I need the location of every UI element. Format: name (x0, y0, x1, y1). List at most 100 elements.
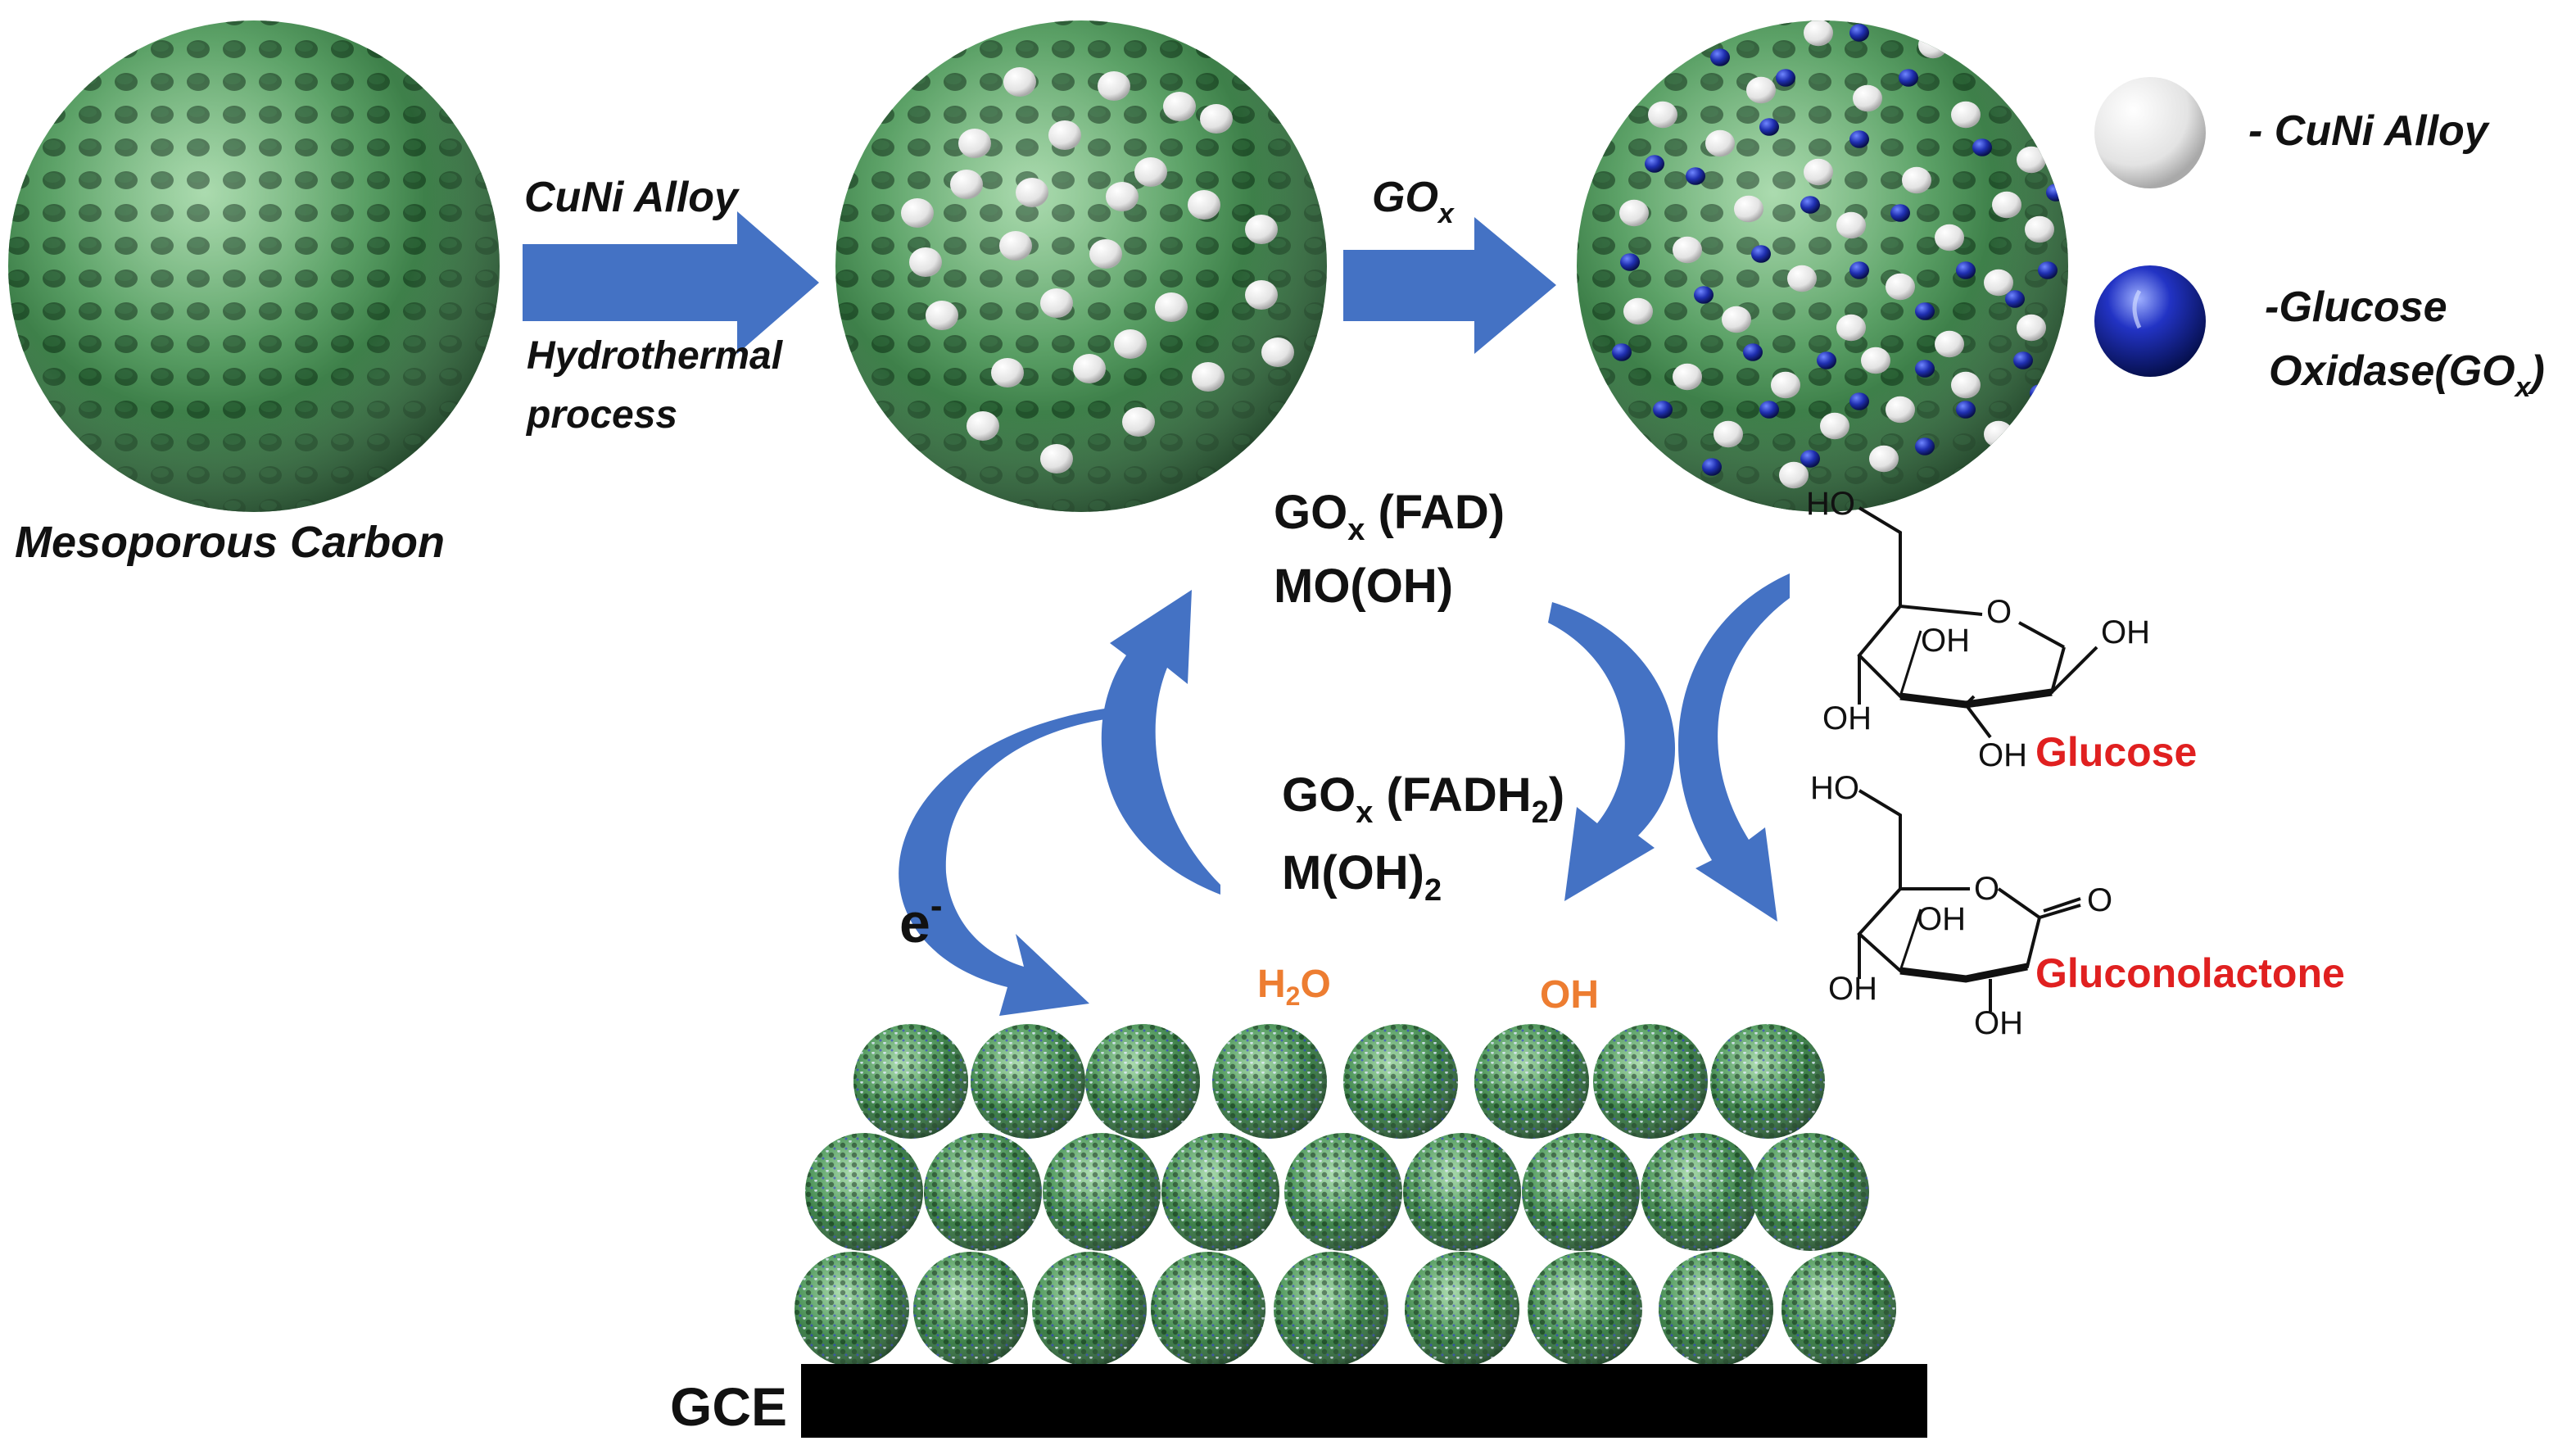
glucose-oxidation-arrow (1678, 573, 1790, 922)
electrode-particle (795, 1252, 909, 1366)
water-label: H2O (1257, 963, 1331, 1011)
cuni-alloy-bead (1673, 236, 1702, 264)
cuni-alloy-bead (2017, 314, 2046, 342)
electrode-particle (1212, 1024, 1327, 1139)
electrode-particle (913, 1252, 1028, 1366)
cuni-alloy-bead (1040, 444, 1073, 474)
cuni-alloy-bead (1106, 182, 1139, 211)
reduction-arrow (1548, 602, 1676, 901)
cuni-alloy-bead (1820, 412, 1849, 440)
electrode-particle (1641, 1133, 1759, 1251)
electrode-particle (1751, 1133, 1869, 1251)
cuni-alloy-bead (1016, 178, 1048, 207)
gox-bead (1776, 69, 1795, 87)
gluconolactone-oh1-label: OH (1917, 901, 1966, 937)
gox-bead (1849, 392, 1869, 410)
electrode-particle (1343, 1024, 1458, 1139)
electrode-particle (924, 1133, 1042, 1251)
electrode-particle (853, 1024, 968, 1139)
cuni-alloy-bead (1886, 396, 1915, 424)
cuni-alloy-bead (1122, 407, 1155, 437)
cuni-alloy-bead (1836, 211, 1866, 239)
gox-bead (1620, 253, 1640, 271)
electron-label: e- (899, 886, 942, 954)
step-arrow-1 (523, 211, 819, 354)
cuni-alloy-bead (926, 301, 958, 330)
gox-bead (1972, 138, 1992, 156)
cuni-alloy-bead (1746, 76, 1776, 104)
electrode-particle (1161, 1133, 1279, 1251)
cuni-alloy-bead (1951, 371, 1981, 399)
cuni-decorated-sphere (835, 20, 1327, 512)
gce-label: GCE (670, 1376, 787, 1437)
cuni-alloy-bead (901, 198, 934, 228)
gluconolactone-carbonyl-o-label: O (2087, 882, 2112, 918)
cuni-alloy-bead (958, 129, 991, 158)
electrode-particle (1710, 1024, 1825, 1139)
gox-bead (1915, 437, 1935, 455)
gox-bead (1956, 261, 1976, 279)
cuni-alloy-bead (1935, 224, 1964, 251)
gox-bead (1710, 48, 1730, 66)
gox-legend-label-line2: Oxidase(GOx) (2269, 347, 2545, 403)
gox-bead (1743, 343, 1763, 361)
cuni-alloy-bead (1098, 71, 1130, 101)
gox-cuni-sphere (1577, 20, 2068, 512)
cuni-alloy-bead (1787, 265, 1817, 292)
cuni-alloy-bead (1992, 191, 2021, 219)
cuni-alloy-bead (991, 358, 1024, 387)
gluconolactone-oh2-label: OH (1828, 971, 1877, 1007)
electrode-particle (1403, 1133, 1521, 1251)
cuni-alloy-bead (1200, 104, 1233, 134)
cuni-alloy-bead (1705, 129, 1735, 157)
gox-bead (1759, 118, 1779, 136)
gox-bead (2030, 384, 2049, 402)
gluconolactone-structure (1857, 789, 2081, 1012)
cuni-alloy-bead (1073, 354, 1106, 383)
gox-bead (1702, 458, 1722, 476)
glucose-oh4-label: OH (1978, 737, 2027, 773)
cuni-alloy-legend-icon (2094, 77, 2206, 188)
gox-bead (1686, 167, 1705, 185)
cuni-alloy-bead (1245, 280, 1278, 310)
gox-bead (1849, 261, 1869, 279)
cuni-alloy-bead (1673, 363, 1702, 391)
cuni-alloy-bead (1155, 292, 1188, 322)
reoxidation-arrow (1101, 590, 1220, 895)
gox-bead (2005, 290, 2025, 308)
electrode-particle (1405, 1252, 1519, 1366)
electrode-particle-layer (795, 1024, 1896, 1366)
gluconolactone-ho-label: HO (1810, 770, 1859, 806)
cuni-alloy-bead (1192, 362, 1225, 392)
cuni-alloy-bead (1804, 20, 1833, 47)
cuni-alloy-bead (1114, 329, 1147, 359)
cuni-alloy-bead (1951, 101, 1981, 129)
step-arrow-2 (1343, 217, 1556, 354)
cuni-alloy-bead (1886, 273, 1915, 301)
gluconolactone-oh3-label: OH (1974, 1005, 2023, 1041)
cuni-alloy-bead (1163, 92, 1196, 121)
gox-bead (2038, 261, 2058, 279)
electrode-particle (971, 1024, 1085, 1139)
gox-legend-label-line1: -Glucose (2265, 283, 2447, 331)
gox-bead (1899, 69, 1918, 87)
gox-bead (1759, 401, 1779, 419)
electrode-particle (805, 1133, 923, 1251)
gox-bead (1612, 343, 1632, 361)
cuni-alloy-bead (1853, 84, 1882, 112)
cuni-alloy-bead (1734, 195, 1763, 223)
cuni-alloy-legend-label: - CuNi Alloy (2248, 107, 2491, 155)
gox-bead (1800, 450, 1820, 468)
reduced-state-line1: GOx (FADH2) (1282, 768, 1564, 830)
cuni-alloy-bead (2017, 146, 2046, 174)
cuni-alloy-bead (1188, 190, 1220, 220)
glucose-ho-label: HO (1806, 486, 1855, 522)
cuni-alloy-bead (1623, 297, 1653, 325)
cuni-alloy-bead (1040, 288, 1073, 318)
cuni-alloy-bead (1804, 158, 1833, 186)
gox-bead (1849, 130, 1869, 148)
cuni-alloy-bead (1771, 371, 1800, 399)
gox-legend-icon (2094, 265, 2206, 377)
electrode-particle (1043, 1133, 1161, 1251)
gluconolactone-ring-o-label: O (1974, 871, 1999, 907)
